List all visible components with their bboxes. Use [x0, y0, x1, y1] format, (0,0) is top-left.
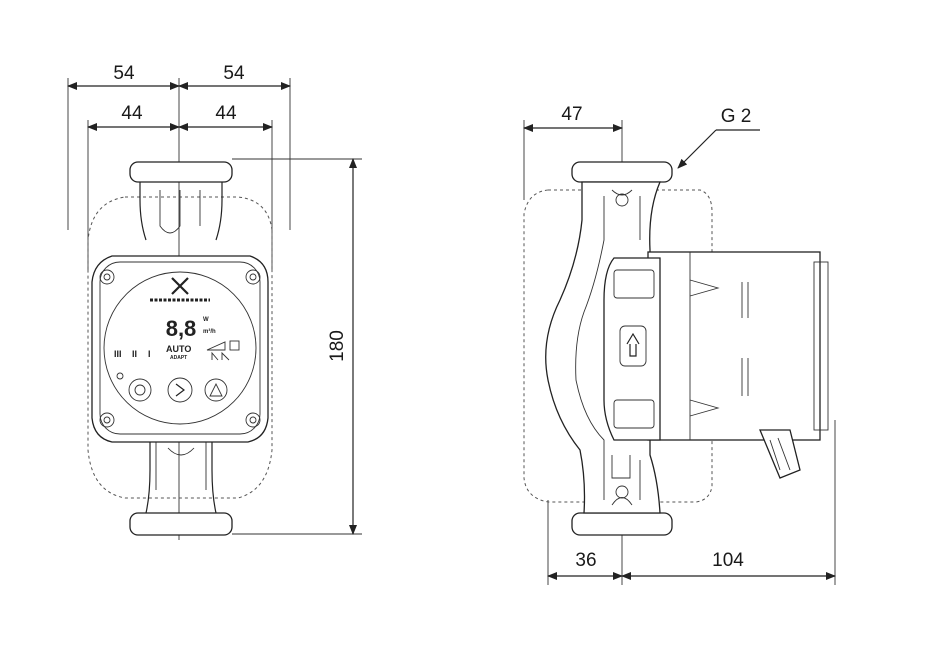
front-control-housing [91, 255, 269, 443]
front-display: 8,8 W m³/h [166, 316, 216, 341]
curve-mode-icon [211, 351, 230, 361]
front-pipe-body [139, 182, 223, 514]
speed-2-label: II [132, 349, 137, 359]
dim-front-top-left-outer: 54 [113, 63, 135, 84]
dim-front-top-right-inner: 44 [215, 103, 237, 124]
side-control-box [603, 257, 661, 441]
led-indicator-icon [116, 372, 124, 380]
front-envelope-outline [87, 196, 273, 499]
front-mode-indicators: III II I AUTO ADAPT [114, 340, 240, 361]
side-view: 47 G 2 36 104 [523, 104, 836, 585]
mode-button-icon [128, 378, 152, 402]
side-cable-connector [759, 429, 801, 479]
side-envelope-outline [523, 189, 713, 503]
front-dimension-lines [67, 82, 357, 535]
auto-adapt-label-1: AUTO [166, 344, 191, 354]
display-unit-w: W [203, 317, 209, 323]
select-button-icon [167, 377, 193, 403]
speed-1-label: I [148, 349, 151, 359]
front-view: 54 54 44 44 180 [67, 63, 362, 540]
front-control-plate [103, 271, 257, 425]
dim-front-top-left-inner: 44 [121, 103, 143, 124]
side-dimension-lines [523, 124, 836, 580]
curve-level-icon [206, 341, 226, 351]
front-buttons [116, 372, 228, 403]
side-bottom-flange [571, 512, 673, 536]
front-top-flange [129, 161, 233, 183]
thread-label: G 2 [721, 106, 752, 127]
auto-adapt-label-2: ADAPT [170, 355, 187, 361]
speed-3-label: III [114, 349, 122, 359]
side-motor-body [647, 251, 821, 441]
front-bottom-flange [129, 512, 233, 536]
brand-logo-icon [150, 277, 210, 302]
front-screw-icons [99, 269, 261, 428]
motor-cooling-fins [689, 279, 749, 417]
flow-direction-arrow-icon [619, 325, 647, 367]
dim-side-bottom-right: 104 [712, 550, 744, 571]
dim-front-top-right-outer: 54 [223, 63, 245, 84]
dim-front-height: 180 [327, 330, 348, 362]
thread-leader-line [677, 129, 717, 169]
dim-side-top: 47 [561, 104, 582, 125]
display-unit-m3h: m³/h [203, 328, 216, 335]
dim-side-bottom-left: 36 [575, 550, 596, 571]
side-top-flange [571, 161, 673, 183]
night-mode-button-icon [204, 378, 228, 402]
display-digits: 8,8 [166, 316, 197, 341]
